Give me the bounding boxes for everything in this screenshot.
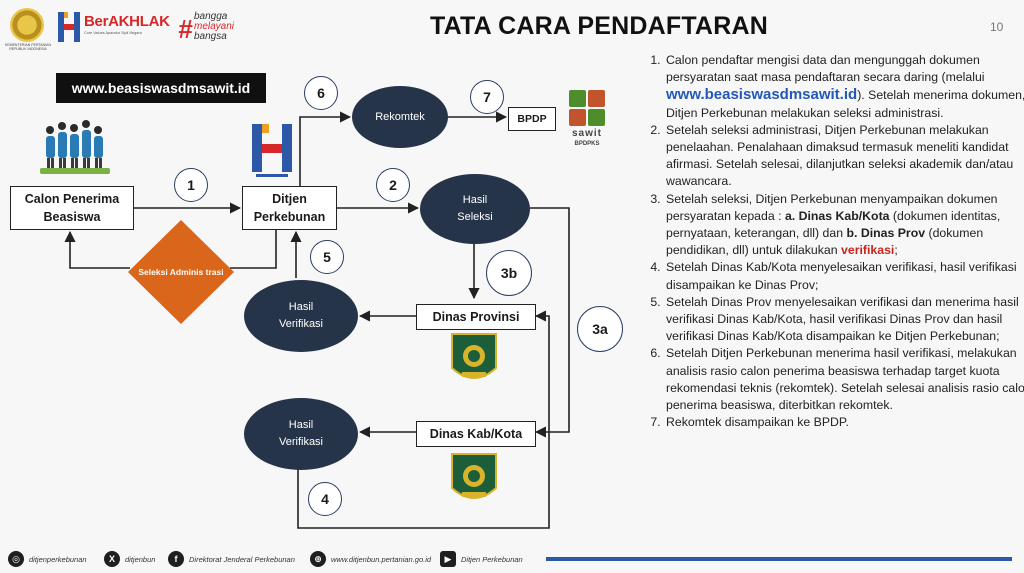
facebook-icon: f	[168, 551, 184, 567]
dinas-kabkota-emblem-icon	[451, 453, 497, 499]
youtube-icon: ▶	[440, 551, 456, 567]
students-illustration	[40, 120, 110, 174]
procedure-steps: Calon pendaftar mengisi data dan mengung…	[640, 52, 1024, 431]
step-1-marker: 1	[174, 168, 208, 202]
flow-connectors	[64, 111, 570, 529]
dinas-kabkota-box: Dinas Kab/Kota	[416, 421, 536, 447]
kementan-logo	[10, 8, 44, 42]
step-4-marker: 4	[308, 482, 342, 516]
website-url-box: www.beasiswasdmsawit.id	[56, 73, 266, 103]
footer-facebook[interactable]: f Direktorat Jenderal Perkebunan	[168, 551, 295, 567]
instagram-icon: ◎	[8, 551, 24, 567]
bangga-word-2: melayani	[194, 21, 235, 32]
step-6-marker: 6	[304, 76, 338, 110]
footer-x[interactable]: X ditjenbun	[104, 551, 155, 567]
step-item-6: Setelah Ditjen Perkebunan menerima hasil…	[664, 345, 1024, 414]
seleksi-administrasi-diamond	[128, 220, 234, 324]
step-item-4: Setelah Dinas Kab/Kota menyelesaikan ver…	[664, 259, 1024, 293]
footer-youtube[interactable]: ▶ Ditjen Perkebunan	[440, 551, 523, 567]
hasil-verifikasi-label-2: Hasil Verifikasi	[278, 419, 324, 448]
footer: ◎ ditjenperkebunan X ditjenbun f Direkto…	[0, 545, 1024, 573]
registration-link[interactable]: www.beasiswasdmsawit.id	[666, 86, 858, 104]
calon-penerima-box: Calon Penerima Beasiswa	[10, 186, 134, 230]
sawit-wordmark: sawit	[571, 128, 602, 139]
footer-instagram[interactable]: ◎ ditjenperkebunan	[8, 551, 87, 567]
step-3a-marker: 3a	[577, 306, 623, 352]
globe-icon: ⊕	[310, 551, 326, 567]
step-2-marker: 2	[376, 168, 410, 202]
bangga-melayani-logo: # bangga melayani bangsa	[178, 11, 235, 45]
org-subtitle: KEMENTERIAN PERTANIAN REPUBLIK INDONESIA	[5, 43, 51, 51]
ditjen-logo-icon	[252, 124, 292, 177]
step-3b-marker: 3b	[486, 250, 532, 296]
berakhlak-icon	[58, 12, 80, 42]
hasil-verifikasi-node-1: Hasil Verifikasi	[244, 280, 358, 352]
bangga-word-3: bangsa	[194, 31, 227, 42]
x-icon: X	[104, 551, 120, 567]
dinas-provinsi-emblem-icon	[451, 333, 497, 379]
hasil-verifikasi-node-2: Hasil Verifikasi	[244, 398, 358, 470]
page-number: 10	[990, 20, 1004, 34]
hasil-seleksi-node: Hasil Seleksi	[420, 174, 530, 244]
step-item-2: Setelah seleksi administrasi, Ditjen Per…	[664, 122, 1024, 191]
ditjen-perkebunan-box: Ditjen Perkebunan	[242, 186, 337, 230]
berakhlak-subtitle: Core Values Aparatur Sipil Negara	[84, 31, 142, 35]
dinas-provinsi-box: Dinas Provinsi	[416, 304, 536, 330]
seleksi-administrasi-label: Seleksi Adminis trasi	[138, 267, 224, 277]
hasil-seleksi-label: Hasil Seleksi	[457, 194, 493, 223]
step-5-marker: 5	[310, 240, 344, 274]
berakhlak-title: BerAKHLAK	[84, 13, 170, 30]
step-7-marker: 7	[470, 80, 504, 114]
step-item-3: Setelah seleksi, Ditjen Perkebunan menya…	[664, 191, 1024, 260]
rekomtek-node: Rekomtek	[352, 86, 448, 148]
bpdp-box: BPDP	[508, 107, 556, 131]
step-item-7: Rekomtek disampaikan ke BPDP.	[664, 414, 1024, 431]
hasil-verifikasi-label-1: Hasil Verifikasi	[278, 301, 324, 330]
footer-accent-bar	[546, 557, 1012, 561]
bangga-word-1: bangga	[194, 11, 228, 22]
bpdpks-logo-icon	[569, 90, 605, 126]
page-title: TATA CARA PENDAFTARAN	[430, 12, 768, 40]
bpdpks-wordmark: BPDPKS	[574, 141, 600, 147]
step-item-5: Setelah Dinas Prov menyelesaikan verifik…	[664, 294, 1024, 346]
step-item-1: Calon pendaftar mengisi data dan mengung…	[664, 52, 1024, 122]
footer-website[interactable]: ⊕ www.ditjenbun.pertanian.go.id	[310, 551, 431, 567]
